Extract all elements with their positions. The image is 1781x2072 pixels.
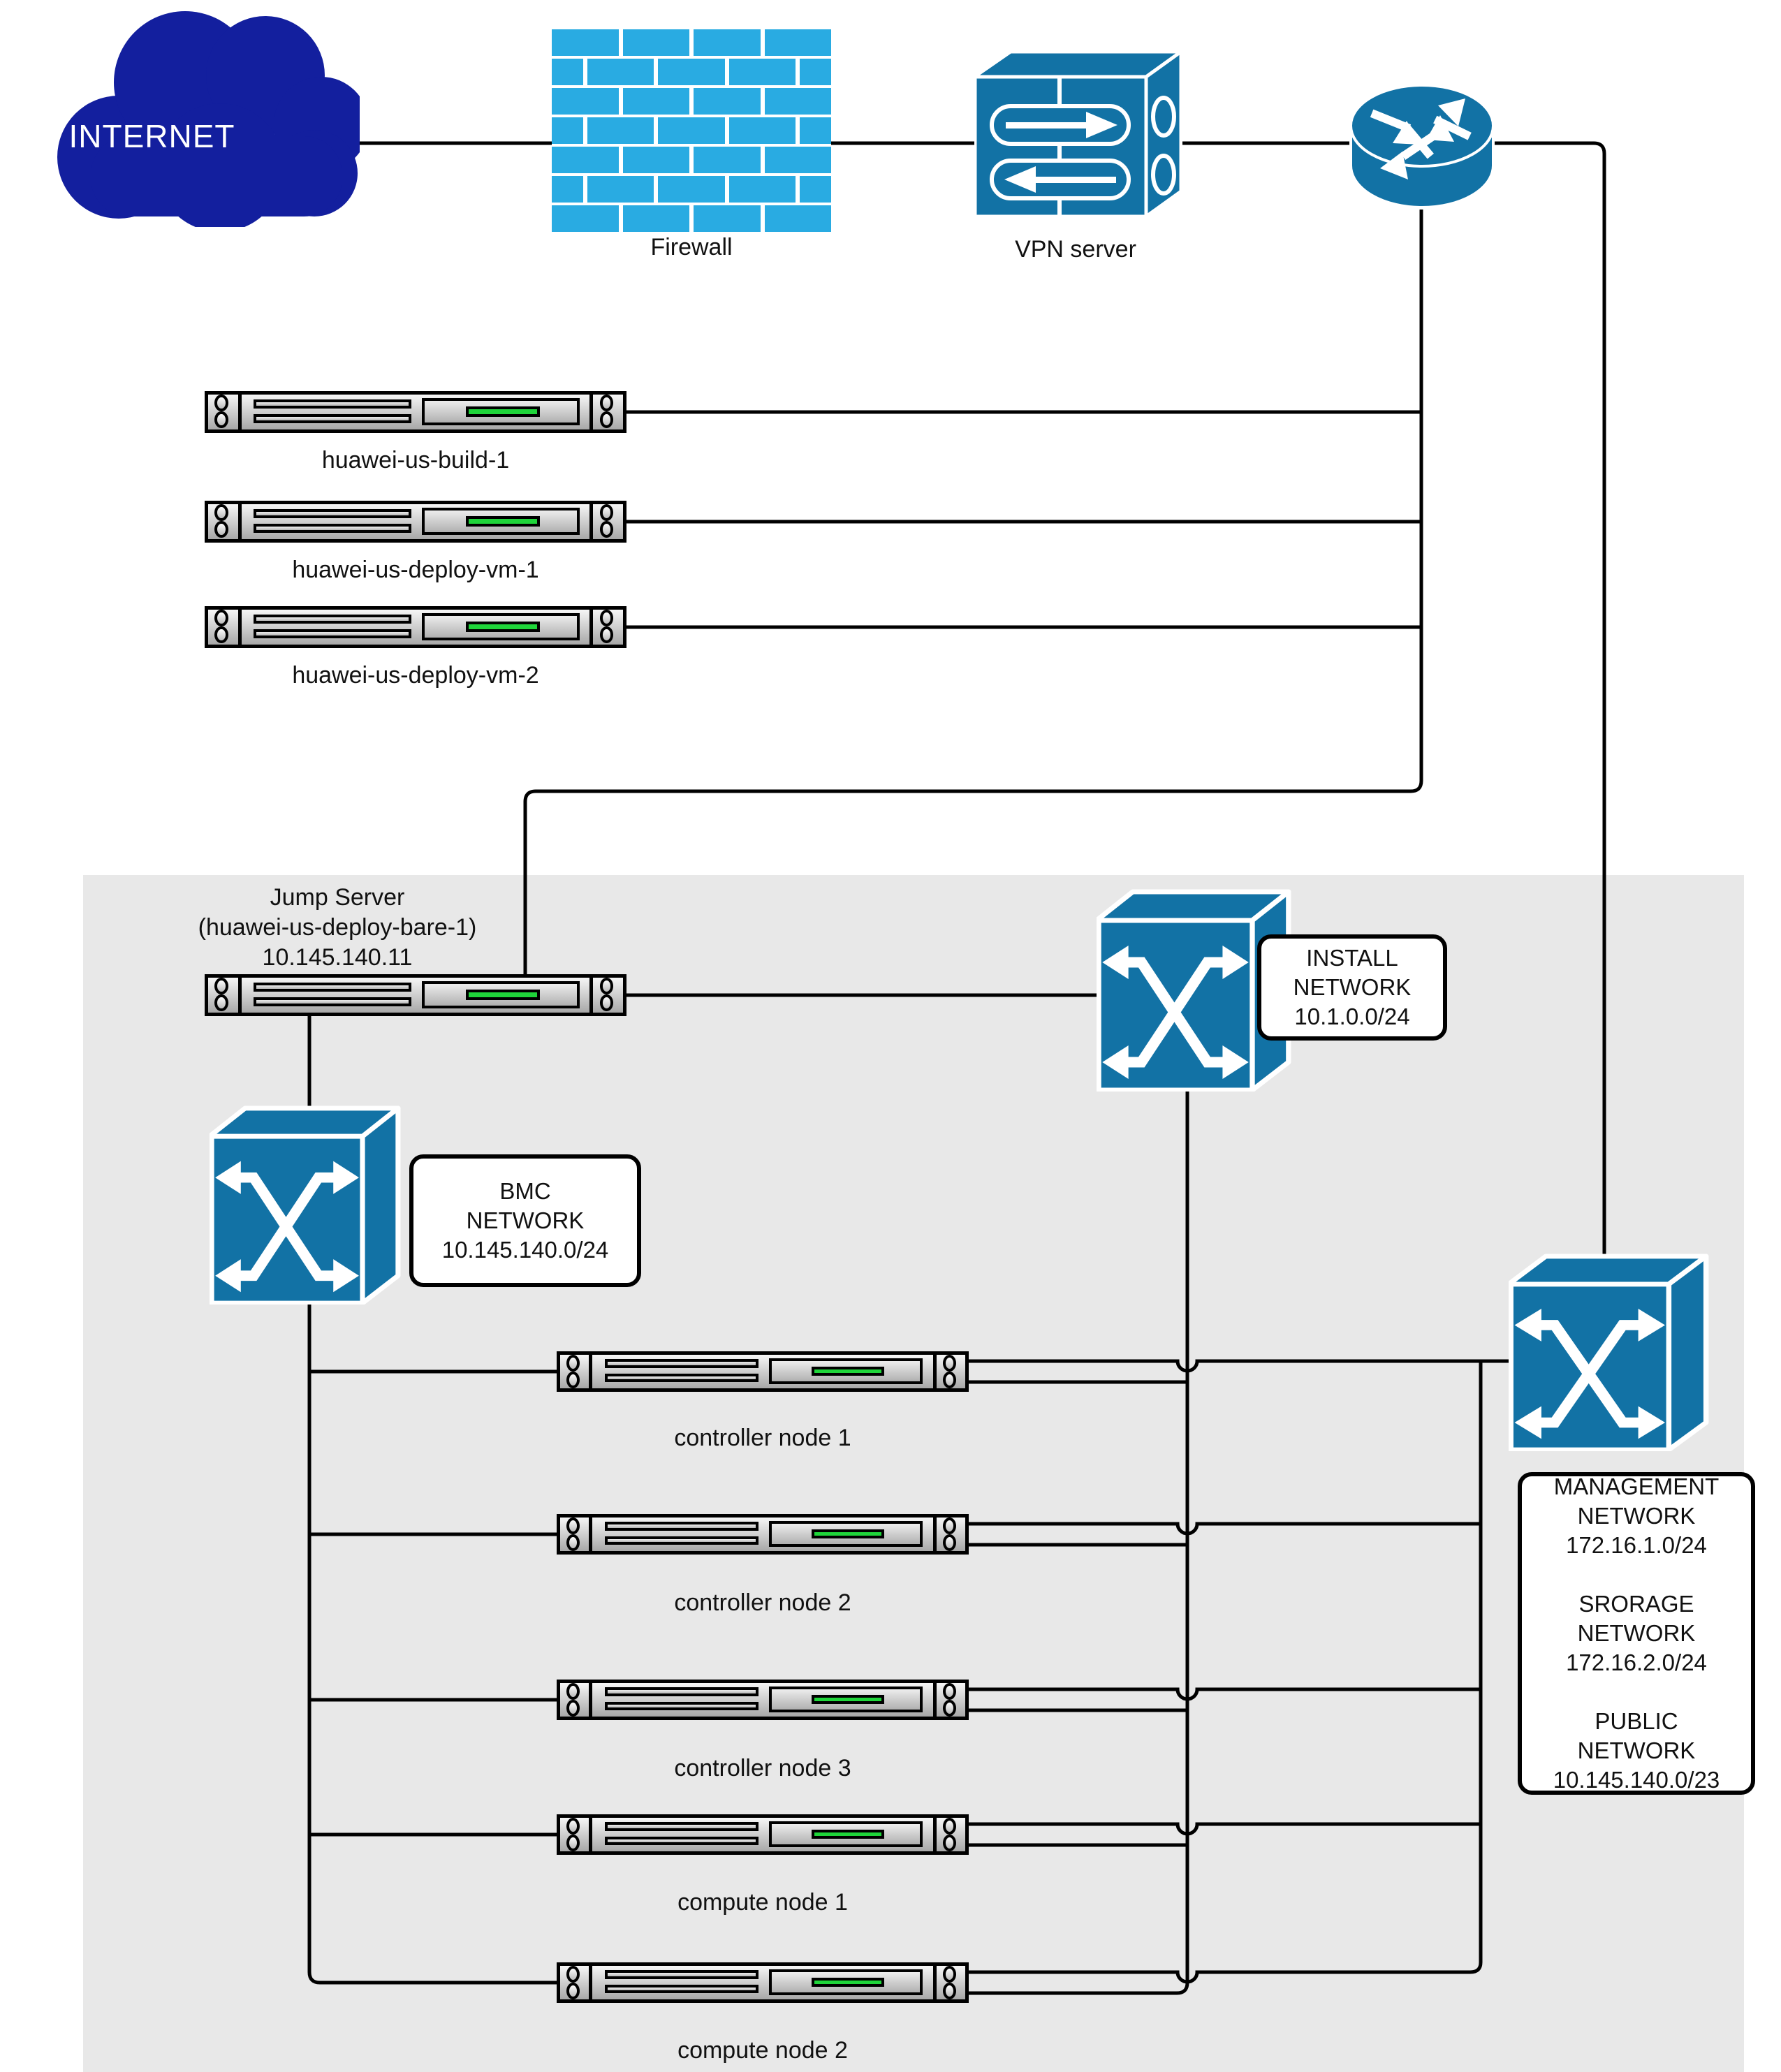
firewall-label: Firewall xyxy=(650,234,733,260)
vpn-server-label: VPN server xyxy=(1015,236,1136,263)
server-deploy-vm-1-label: huawei-us-deploy-vm-1 xyxy=(292,557,539,583)
server-build-1 xyxy=(205,391,626,433)
firewall-brick xyxy=(800,117,832,144)
jump-server-label-1: Jump Server xyxy=(270,884,405,911)
management-network-line: 172.16.1.0/24 xyxy=(1566,1532,1707,1558)
firewall-brick xyxy=(552,29,619,56)
firewall-brick xyxy=(622,29,689,56)
firewall-brick-row xyxy=(552,88,831,115)
firewall-brick xyxy=(728,59,796,85)
server-build-1-label: huawei-us-build-1 xyxy=(321,447,510,473)
management-network-line: NETWORK xyxy=(1577,1620,1696,1646)
firewall-brick-row xyxy=(552,176,832,203)
firewall-icon xyxy=(552,29,832,232)
server-controller-3 xyxy=(557,1680,969,1720)
server-deploy-vm-2-label: huawei-us-deploy-vm-2 xyxy=(292,662,539,689)
firewall-brick-row xyxy=(552,59,832,85)
install-network-line: INSTALL xyxy=(1306,945,1398,971)
firewall-brick-row xyxy=(552,205,831,232)
firewall-brick xyxy=(728,176,796,203)
firewall-brick xyxy=(658,117,725,144)
server-controller-1 xyxy=(557,1351,969,1392)
status-led xyxy=(812,1694,885,1705)
firewall-brick xyxy=(587,117,654,144)
status-led xyxy=(812,1977,885,1987)
bmc-network-switch-icon xyxy=(210,1105,401,1305)
status-led xyxy=(812,1366,885,1376)
firewall-brick-row xyxy=(552,147,831,173)
bmc-network-line: BMC xyxy=(499,1178,551,1204)
server-deploy-vm-1 xyxy=(205,501,626,543)
firewall-brick xyxy=(587,176,654,203)
management-network-switch-icon xyxy=(1509,1254,1709,1451)
firewall-brick xyxy=(552,176,583,203)
router-icon xyxy=(1349,84,1495,209)
firewall-brick xyxy=(694,88,761,115)
firewall-brick xyxy=(587,59,654,85)
compute-1-label: compute node 1 xyxy=(677,1889,848,1916)
server-deploy-vm-2 xyxy=(205,606,626,648)
firewall-brick xyxy=(728,117,796,144)
server-compute-1 xyxy=(557,1814,969,1855)
management-network-box: MANAGEMENT NETWORK 172.16.1.0/24 SRORAGE… xyxy=(1518,1472,1755,1795)
management-network-line: MANAGEMENT xyxy=(1553,1474,1720,1499)
server-jump xyxy=(205,974,626,1016)
jump-server-label-3: 10.145.140.11 xyxy=(262,944,413,971)
install-network-box: INSTALL NETWORK 10.1.0.0/24 xyxy=(1257,934,1447,1041)
server-cap xyxy=(589,395,623,429)
firewall-brick xyxy=(658,59,725,85)
firewall-brick xyxy=(764,29,831,56)
firewall-brick xyxy=(800,59,832,85)
server-controller-2 xyxy=(557,1514,969,1555)
firewall-brick xyxy=(552,117,583,144)
status-led xyxy=(465,990,541,1000)
firewall-brick xyxy=(764,88,831,115)
firewall-brick xyxy=(694,147,761,173)
status-led xyxy=(812,1529,885,1539)
compute-2-label: compute node 2 xyxy=(677,2037,848,2064)
management-network-line: SRORAGE xyxy=(1578,1591,1694,1617)
vpn-server-icon xyxy=(974,50,1182,218)
internet-cloud-icon xyxy=(57,11,360,227)
management-network-line: 172.16.2.0/24 xyxy=(1566,1649,1707,1675)
firewall-brick xyxy=(622,147,689,173)
firewall-brick xyxy=(552,147,619,173)
firewall-brick xyxy=(658,176,725,203)
firewall-brick xyxy=(764,205,831,232)
firewall-brick xyxy=(694,205,761,232)
wire-router-trunk-to-jump xyxy=(523,210,1423,978)
firewall-brick xyxy=(622,205,689,232)
install-network-line: 10.1.0.0/24 xyxy=(1294,1004,1410,1029)
management-network-line: PUBLIC xyxy=(1595,1708,1678,1734)
bmc-network-line: NETWORK xyxy=(466,1207,585,1233)
firewall-brick-row xyxy=(552,117,832,144)
install-network-line: NETWORK xyxy=(1293,974,1412,1000)
status-led xyxy=(465,622,541,632)
bmc-network-line: 10.145.140.0/24 xyxy=(441,1237,609,1263)
management-network-line: 10.145.140.0/23 xyxy=(1553,1767,1720,1793)
firewall-brick xyxy=(622,88,689,115)
firewall-brick xyxy=(552,59,583,85)
server-compute-2 xyxy=(557,1962,969,2003)
firewall-brick-row xyxy=(552,29,831,56)
status-led xyxy=(465,406,541,417)
server-cap xyxy=(208,395,242,429)
firewall-brick xyxy=(764,147,831,173)
controller-3-label: controller node 3 xyxy=(674,1755,851,1781)
management-network-line: NETWORK xyxy=(1577,1503,1696,1529)
jump-server-label-2: (huawei-us-deploy-bare-1) xyxy=(198,914,477,941)
firewall-brick xyxy=(800,176,832,203)
bmc-network-box: BMC NETWORK 10.145.140.0/24 xyxy=(409,1154,641,1287)
status-led xyxy=(812,1829,885,1839)
internet-label: INTERNET xyxy=(68,118,235,154)
firewall-brick xyxy=(552,88,619,115)
management-network-line: NETWORK xyxy=(1577,1737,1696,1763)
firewall-brick xyxy=(694,29,761,56)
firewall-brick xyxy=(552,205,619,232)
controller-2-label: controller node 2 xyxy=(674,1589,851,1616)
status-led xyxy=(465,516,541,527)
controller-1-label: controller node 1 xyxy=(674,1425,851,1451)
